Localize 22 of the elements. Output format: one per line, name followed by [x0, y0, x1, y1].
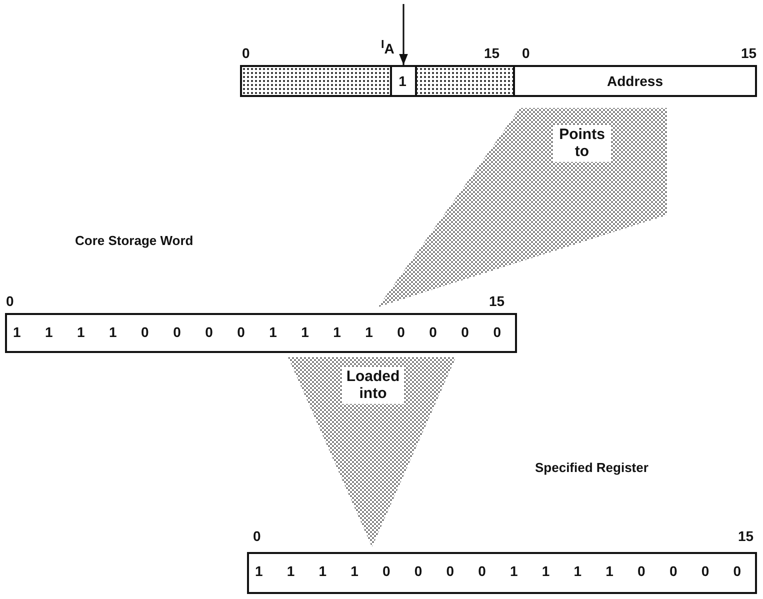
register-title: Specified Register [535, 460, 648, 475]
bit-number: 0 [242, 45, 250, 61]
bit-values: 1 1 1 1 0 0 0 0 1 1 1 1 0 0 0 0 [13, 324, 501, 340]
stippled-field [415, 65, 515, 97]
bit-values: 1 1 1 1 0 0 0 0 1 1 1 1 0 0 0 0 [255, 563, 741, 579]
bit-number: 15 [484, 45, 500, 61]
bit-number: 0 [253, 528, 261, 544]
flow-label: Points to [553, 125, 611, 162]
stippled-field [240, 65, 392, 97]
register-box [5, 313, 517, 353]
register-box [247, 552, 757, 594]
bit-number: 15 [489, 293, 505, 309]
bit-number: 15 [741, 45, 757, 61]
bit-number: 0 [522, 45, 530, 61]
arrow [399, 4, 408, 65]
address-field: Address [513, 65, 757, 97]
bit-cell: 1 [390, 65, 417, 97]
field-name: $^{I}$A [381, 38, 394, 57]
flow-label: Loaded into [342, 367, 404, 404]
bit-number: 15 [738, 528, 754, 544]
bit-number: 0 [6, 293, 14, 309]
register-title: Core Storage Word [75, 233, 194, 248]
